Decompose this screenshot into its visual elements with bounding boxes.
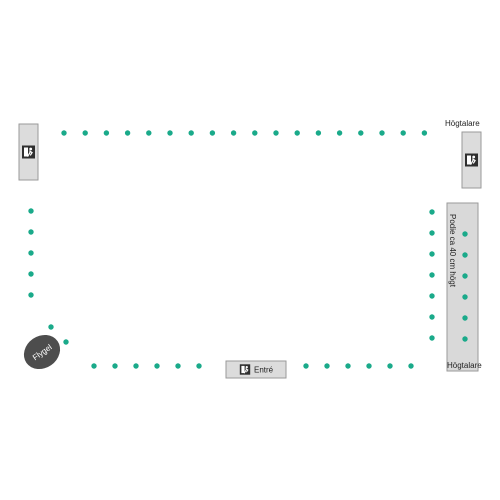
seat-dot — [387, 363, 393, 369]
seat-dot — [462, 336, 468, 342]
seat-dot — [315, 130, 322, 136]
seat-dot — [421, 130, 428, 136]
grand-piano: Flygel — [23, 334, 61, 370]
seat-dot — [273, 130, 279, 136]
exit-sign-icon — [239, 363, 251, 376]
seat-dot — [429, 314, 435, 320]
seat-dot — [462, 273, 468, 279]
seat-dot — [28, 229, 34, 235]
seat-dot — [188, 130, 194, 136]
seat-dot — [103, 130, 110, 136]
seat-dot — [462, 231, 468, 237]
seat-dot — [124, 130, 131, 136]
seat-dot — [303, 363, 309, 369]
seat-dot — [230, 130, 237, 136]
seat-dot — [63, 339, 69, 345]
seat-dot — [196, 363, 202, 369]
seat-dot — [429, 272, 435, 278]
seat-dot — [91, 363, 97, 369]
exit-sign-icon — [464, 152, 479, 168]
seat-dot — [358, 130, 364, 136]
speaker-bottom-label: Högtalare — [447, 361, 482, 370]
seat-dot — [429, 230, 435, 236]
seat-dot — [209, 130, 216, 136]
seat-dot — [462, 252, 468, 258]
seat-dot — [28, 208, 34, 214]
seat-dot — [429, 251, 435, 257]
seat-dot — [462, 294, 468, 300]
seat-dot — [366, 363, 372, 369]
seat-dot — [400, 130, 406, 136]
seat-dot — [133, 363, 139, 369]
seat-dot — [324, 363, 330, 369]
seat-dot — [252, 130, 258, 136]
seat-dot — [146, 130, 152, 136]
seat-dot — [28, 292, 34, 298]
seat-dot — [61, 130, 67, 136]
seat-dot — [28, 271, 34, 277]
stage-label: Podie ca 40 cm högt — [448, 214, 457, 288]
seat-dot — [112, 363, 118, 369]
seat-dot — [48, 324, 54, 330]
stage-platform — [446, 202, 479, 372]
seat-dot — [379, 130, 385, 136]
seat-dot — [429, 293, 435, 299]
seat-dot — [462, 315, 468, 321]
seat-dot — [294, 130, 300, 136]
seat-dot — [175, 363, 181, 369]
seat-dot — [336, 130, 343, 136]
exit-sign-icon — [21, 144, 36, 160]
seating — [28, 130, 468, 369]
entrance-label: Entré — [254, 366, 274, 375]
seat-dot — [82, 130, 88, 136]
seat-dot — [408, 363, 414, 369]
speaker-top-label: Högtalare — [445, 119, 480, 128]
seat-dot — [28, 250, 34, 256]
seat-dot — [154, 363, 160, 369]
seat-dot — [345, 363, 351, 369]
seat-dot — [429, 209, 435, 215]
seat-dot — [429, 335, 435, 341]
seat-dot — [167, 130, 173, 136]
